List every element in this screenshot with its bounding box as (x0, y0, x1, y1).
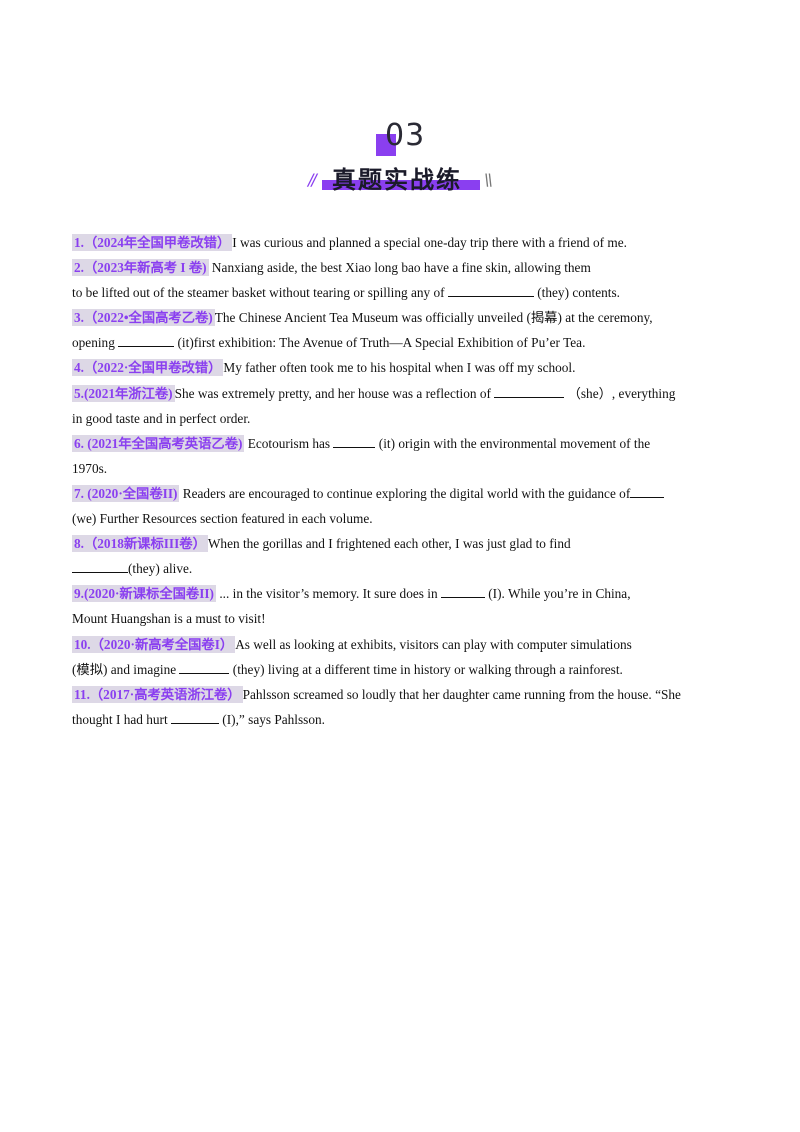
answer-blank[interactable] (72, 558, 128, 574)
question-item: 6. (2021年全国高考英语乙卷) Ecotourism has (it) o… (72, 431, 728, 481)
answer-blank[interactable] (494, 383, 565, 398)
question-item: 7. (2020·全国卷II) Readers are encouraged t… (72, 481, 728, 531)
question-text: opening (72, 335, 119, 351)
question-item: 11.（2017·高考英语浙江卷）Pahlsson screamed so lo… (72, 682, 728, 732)
question-text: to be lifted out of the steamer basket w… (72, 285, 448, 301)
answer-blank[interactable] (447, 282, 534, 298)
question-text: (they) alive. (128, 561, 193, 577)
question-source-tag: 2.（2023年新高考 I 卷) (72, 259, 209, 277)
question-item: 5.(2021年浙江卷)She was extremely pretty, an… (72, 381, 728, 431)
question-text: Mount Huangshan is a must to visit! (72, 611, 266, 627)
question-item: 2.（2023年新高考 I 卷) Nanxiang aside, the bes… (72, 255, 728, 305)
question-text: 1970s. (72, 460, 108, 476)
question-text: Ecotourism has (244, 435, 334, 451)
question-source-tag: 11.（2017·高考英语浙江卷） (72, 685, 243, 703)
question-text: (I). While you’re in China, (484, 586, 631, 602)
question-source-tag: 7. (2020·全国卷II) (72, 484, 180, 502)
section-header: 03 // 真题实战练 \\ (0, 118, 800, 198)
question-source-tag: 4.（2022·全国甲卷改错） (72, 359, 224, 377)
question-item: 4.（2022·全国甲卷改错）My father often took me t… (72, 355, 728, 380)
question-text: (they) contents. (533, 285, 620, 301)
question-item: 1.（2024年全国甲卷改错）I was curious and planned… (72, 230, 728, 255)
question-text: As well as looking at exhibits, visitors… (235, 636, 632, 652)
question-text: Pahlsson screamed so loudly that her dau… (242, 686, 681, 702)
question-item: 8.（2018新课标III卷）When the gorillas and I f… (72, 531, 728, 581)
question-source-tag: 8.（2018新课标III卷） (72, 535, 208, 553)
question-source-tag: 6. (2021年全国高考英语乙卷) (72, 434, 245, 452)
question-text: (I),” says Pahlsson. (218, 711, 325, 727)
question-text: I was curious and planned a special one-… (232, 235, 627, 250)
question-item: 3.（2022•全国高考乙卷)The Chinese Ancient Tea M… (72, 305, 728, 355)
answer-blank[interactable] (170, 709, 219, 724)
answer-blank[interactable] (630, 483, 665, 498)
question-text: Readers are encouraged to continue explo… (179, 485, 631, 501)
section-number-block: 03 (373, 118, 433, 158)
question-source-tag: 10.（2020·新高考全国卷I） (72, 635, 236, 653)
question-text: （she）, everything (564, 385, 676, 401)
question-text: Nanxiang aside, the best Xiao long bao h… (208, 260, 591, 276)
question-item: 9.(2020·新课标全国卷II) ... in the visitor’s m… (72, 581, 728, 631)
answer-blank[interactable] (440, 583, 485, 599)
question-source-tag: 1.（2024年全国甲卷改错） (72, 234, 233, 251)
question-text: The Chinese Ancient Tea Museum was offic… (214, 310, 653, 326)
question-text: When the gorillas and I frightened each … (207, 536, 571, 552)
question-text: thought I had hurt (72, 711, 171, 727)
answer-blank[interactable] (333, 433, 376, 448)
number-accent-bar (376, 134, 396, 156)
question-source-tag: 5.(2021年浙江卷) (72, 384, 175, 402)
section-title-block: // 真题实战练 \\ (300, 158, 500, 194)
question-item: 10.（2020·新高考全国卷I）As well as looking at e… (72, 632, 728, 682)
question-text: (it)first exhibition: The Avenue of Trut… (174, 335, 586, 351)
answer-blank[interactable] (118, 332, 175, 348)
section-number: 03 (385, 118, 426, 153)
question-list: 1.（2024年全国甲卷改错）I was curious and planned… (72, 230, 728, 732)
question-source-tag: 3.（2022•全国高考乙卷) (72, 309, 215, 327)
question-text: (they) living at a different time in his… (229, 661, 623, 677)
title-accent-bar (322, 180, 480, 190)
section-title: 真题实战练 (332, 166, 462, 194)
question-text: She was extremely pretty, and her house … (174, 385, 495, 401)
right-slash-decoration: \\ (484, 170, 493, 189)
question-text: (we) Further Resources section featured … (72, 511, 373, 527)
question-text: (模拟) and imagine (72, 661, 180, 677)
question-text: ... in the visitor’s memory. It sure doe… (216, 586, 441, 602)
question-source-tag: 9.(2020·新课标全国卷II) (72, 585, 216, 603)
answer-blank[interactable] (179, 659, 230, 674)
left-slash-decoration: // (308, 170, 317, 189)
question-text: My father often took me to his hospital … (223, 360, 576, 376)
question-text: (it) origin with the environmental movem… (375, 435, 651, 451)
question-text: in good taste and in perfect order. (72, 410, 251, 426)
